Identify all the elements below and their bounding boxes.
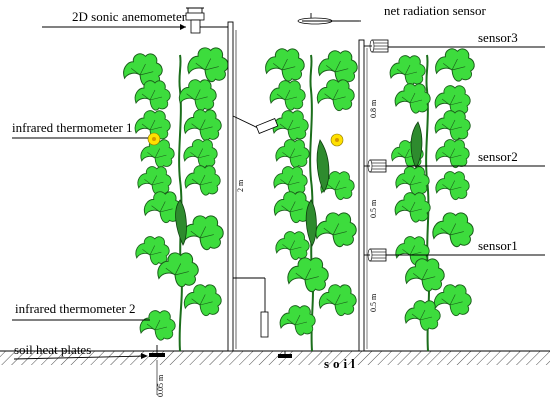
anemometer-label: 2D sonic anemometer — [72, 9, 187, 24]
leaf-icon — [389, 55, 426, 86]
cucumber-icon — [305, 199, 317, 247]
leaf-icon — [434, 85, 471, 116]
leaf-icon — [139, 310, 176, 341]
leaf-icon — [279, 305, 316, 336]
leaf-icon — [183, 139, 218, 169]
leaf-icon — [183, 284, 222, 317]
infrared-thermometer-icon — [260, 311, 269, 338]
leaf-icon — [316, 79, 355, 112]
net-radiometer-icon — [297, 13, 359, 25]
leaf-icon — [182, 215, 224, 251]
leaf-icon — [433, 284, 472, 317]
labels: 2D sonic anemometer net radiation sensor… — [12, 3, 545, 371]
leaf-icon — [135, 236, 170, 266]
tower-height-label: 2 m — [236, 179, 245, 192]
leaf-icon — [318, 50, 358, 84]
cucumber-icon — [175, 199, 187, 246]
leaf-icon — [405, 258, 445, 292]
leaf-icon — [275, 139, 310, 169]
ir-thermometer-2-label: infrared thermometer 2 — [15, 301, 136, 316]
leaf-icon — [318, 284, 357, 317]
ground — [0, 350, 550, 365]
leaf-icon — [178, 79, 217, 112]
leaf-icon — [187, 47, 229, 83]
cucumber-icon — [410, 121, 423, 169]
measurement-tower-left: 2 m — [185, 7, 279, 352]
soil-heat-plate: 0.05 m — [149, 345, 292, 397]
anemometer-icon — [185, 7, 228, 34]
leaf-icon — [134, 80, 171, 111]
leaf-icon — [269, 80, 306, 111]
infrared-thermometer-icon — [255, 118, 279, 134]
leaf-icon — [275, 231, 310, 261]
leaf-icon — [315, 212, 357, 248]
leaf-icon — [404, 300, 441, 331]
leaf-icon — [435, 48, 475, 82]
leaf-icon — [434, 110, 471, 141]
sensor1-label: sensor1 — [478, 238, 518, 253]
leaf-icon — [432, 212, 474, 248]
leaf-icon — [287, 257, 329, 293]
cucumber-plants — [123, 47, 475, 352]
humidity-sensor-icon — [367, 159, 387, 173]
leaf-icon — [273, 166, 308, 196]
leaf-icon — [395, 166, 430, 196]
plate-depth-label: 0.05 m — [156, 374, 165, 397]
leaf-icon — [272, 110, 309, 141]
gap-upper-label: 0.8 m — [369, 99, 378, 118]
gap-lower-label: 0.5 m — [369, 293, 378, 312]
leaf-icon — [273, 191, 312, 224]
leaf-icon — [184, 165, 221, 196]
leaf-icon — [394, 192, 431, 223]
leaf-icon — [435, 139, 470, 169]
sensor3-label: sensor3 — [478, 30, 518, 45]
leaf-icon — [435, 171, 470, 201]
ir-thermometer-1-label: infrared thermometer 1 — [12, 120, 133, 135]
leaf-icon — [137, 166, 172, 196]
soil-label: soil — [324, 356, 359, 371]
humidity-sensor-icon — [367, 248, 387, 262]
leaf-icon — [265, 48, 305, 82]
humidity-sensor-icon — [369, 39, 389, 53]
sensor2-label: sensor2 — [478, 149, 518, 164]
leaf-icon — [183, 109, 222, 142]
plant-right — [389, 48, 475, 352]
flower-icon — [147, 132, 161, 146]
plant-middle — [265, 48, 358, 352]
net-radiation-label: net radiation sensor — [384, 3, 486, 18]
measurement-tower-right: 0.8 m 0.5 m 0.5 m — [297, 13, 389, 352]
gap-middle-label: 0.5 m — [369, 199, 378, 218]
soil-heat-plates-label: soil heat plates — [14, 342, 91, 357]
cucumber-icon — [316, 139, 330, 193]
leaf-icon — [394, 83, 431, 114]
flower-icon — [330, 133, 344, 147]
plant-left — [123, 47, 229, 352]
